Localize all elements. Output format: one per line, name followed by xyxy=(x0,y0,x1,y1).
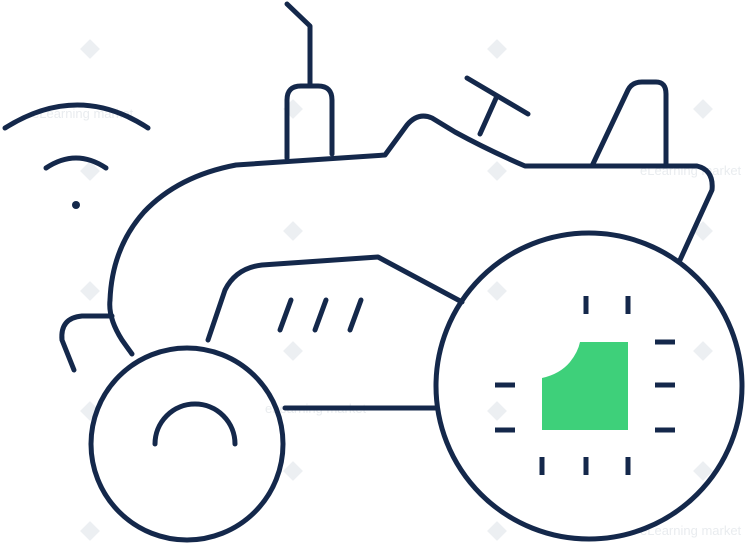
steering-wheel xyxy=(464,75,531,137)
tractor-front-hook xyxy=(59,313,115,373)
tractor-hood xyxy=(107,113,715,303)
rear-wheel-tire xyxy=(433,230,745,542)
exhaust-stack xyxy=(284,83,335,161)
watermark-texts: eLearning market eLearning market eLearn… xyxy=(32,106,742,538)
rear-wheel xyxy=(433,230,745,542)
seat-back xyxy=(589,79,669,169)
exhaust-tip xyxy=(284,1,313,89)
chip-core xyxy=(542,342,628,430)
wifi-signal-icon xyxy=(2,102,151,209)
wifi-inner-arc xyxy=(43,155,109,171)
vent-slit xyxy=(277,297,294,333)
microchip-icon xyxy=(495,296,675,475)
front-wheel-tire xyxy=(88,345,286,543)
exhaust-pipe xyxy=(284,1,335,161)
watermark-layer: eLearning market eLearning market eLearn… xyxy=(32,39,742,541)
vent-slit xyxy=(347,297,364,333)
front-wheel-hub-arc xyxy=(152,401,238,447)
engine-vents xyxy=(277,297,364,333)
watermark-text: eLearning market xyxy=(640,523,742,538)
tractor-side-panel xyxy=(205,254,465,343)
front-wheel xyxy=(88,345,286,543)
wifi-dot xyxy=(72,201,80,209)
wifi-outer-arc xyxy=(2,102,151,131)
tractor-outline xyxy=(2,1,745,543)
chip-pins xyxy=(495,296,675,475)
vent-slit xyxy=(312,297,329,333)
tractor-front-grille xyxy=(107,297,135,357)
steering-column xyxy=(477,93,500,137)
